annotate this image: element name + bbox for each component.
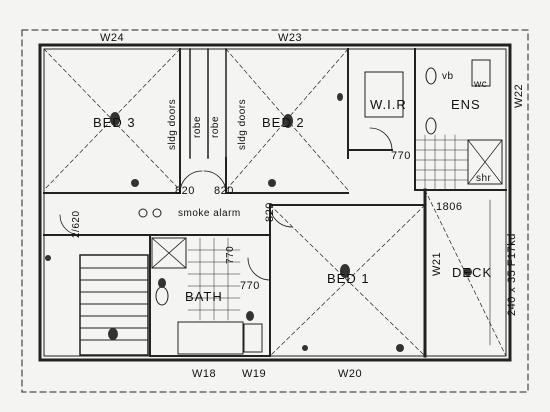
dimension-label-door-bath: 770 (240, 280, 260, 292)
bath-tub (177, 321, 244, 355)
fixture-label-vanity: vb (442, 71, 454, 82)
room-label-deck: DECK (452, 265, 493, 280)
dimension-label-door-bed1: 820 (264, 202, 276, 222)
ens-tile-grid (414, 134, 469, 191)
dimension-label-door-linen: 770 (225, 245, 236, 264)
room-label-ens: ENS (451, 97, 481, 112)
outer-wall (38, 43, 512, 362)
window-label-w21: W21 (431, 251, 443, 276)
room-label-bath: BATH (185, 289, 223, 304)
eave-outline (21, 29, 529, 393)
dimension-label-deck-1806: 1806 (436, 201, 463, 213)
door-swing-bath (247, 257, 271, 281)
dimension-label-deck-beam: 240 x 35 F17kd (506, 233, 518, 316)
ens-shower (467, 139, 503, 185)
ens-basin-1 (425, 67, 437, 85)
door-swing-wir (369, 127, 393, 151)
ens-wc (471, 59, 491, 87)
fixture-label-robe-left: robe (192, 115, 203, 138)
dimension-label-door-wir: 770 (391, 150, 411, 162)
window-label-w18: W18 (192, 368, 217, 380)
window-label-w20: W20 (338, 368, 363, 380)
smoke-alarm-icon (138, 208, 162, 218)
door-swing-bed2 (203, 170, 227, 194)
fixture-label-wc: wc (474, 79, 488, 90)
outer-wall-inner (43, 48, 507, 357)
window-label-w23: W23 (278, 32, 303, 44)
scan-marks (45, 93, 472, 352)
fixture-label-shower: shr (476, 173, 492, 184)
fixture-label-smoke-alarm: smoke alarm (178, 208, 241, 219)
bath-basin (155, 286, 169, 306)
bath-tile-grid (187, 237, 241, 321)
ens-basin-2 (425, 117, 437, 135)
room-label-bed3: BED 3 (93, 115, 136, 130)
window-label-w22: W22 (513, 83, 525, 108)
room-label-bed2: BED 2 (262, 115, 305, 130)
bath-room (149, 234, 271, 357)
dimension-label-door-620: 2/620 (71, 210, 82, 238)
dimension-label-door-bed2: 820 (214, 185, 234, 197)
window-label-w24: W24 (100, 32, 125, 44)
room-label-bed1: BED 1 (327, 271, 370, 286)
fixture-label-sliding-doors-right: sldg doors (237, 98, 248, 150)
door-swing-bed3 (179, 170, 203, 194)
dimension-label-door-bed3: 820 (175, 185, 195, 197)
bath-shower (151, 237, 187, 269)
bath-toilet (243, 323, 263, 353)
wir-shelf (364, 71, 404, 118)
fixture-label-robe-right: robe (210, 115, 221, 138)
fixture-label-sliding-doors-left: sldg doors (167, 98, 178, 150)
stair (79, 254, 149, 356)
door-swing-bed1 (269, 204, 293, 228)
window-label-w19: W19 (242, 368, 267, 380)
door-swing-linen (59, 214, 81, 236)
room-label-wir: W.I.R (370, 97, 407, 112)
stair-treads (79, 267, 149, 341)
